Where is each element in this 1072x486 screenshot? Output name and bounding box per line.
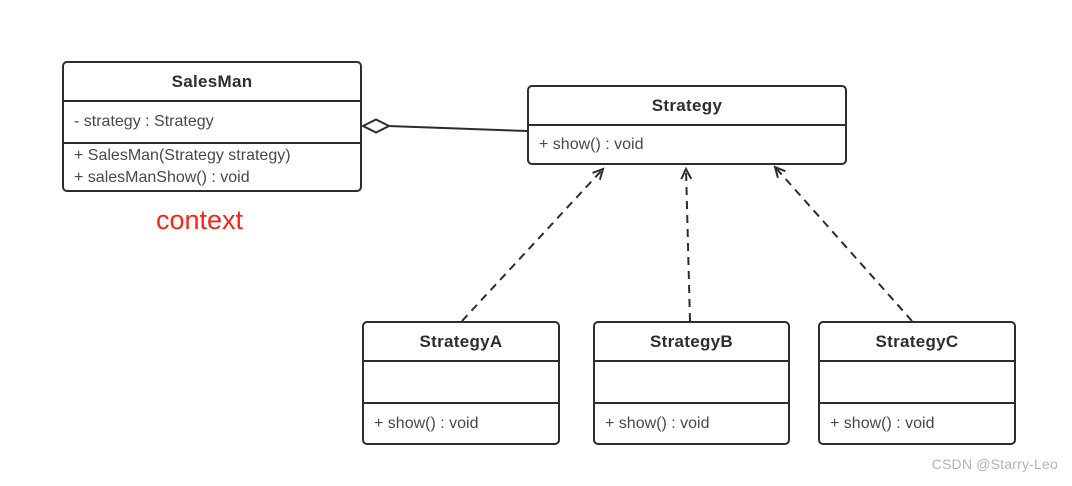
attribute-strategy: - strategy : Strategy	[74, 113, 214, 130]
class-box-salesman: SalesMan - strategy : Strategy + SalesMa…	[62, 61, 362, 192]
realization-arrow-strategy-a	[461, 167, 605, 322]
methods-compartment-strategy-b: + show() : void	[595, 402, 788, 443]
method-show: + show() : void	[830, 414, 935, 432]
class-title-strategy: Strategy	[651, 95, 723, 115]
class-title-salesman: SalesMan	[171, 71, 253, 91]
attributes-compartment-strategy-a	[364, 360, 558, 402]
class-box-strategy: Strategy + show() : void	[527, 85, 847, 165]
aggregation-diamond-icon	[360, 118, 392, 134]
class-title-strategy-c: StrategyC	[875, 331, 959, 351]
method-show: + show() : void	[374, 414, 479, 432]
method-salesman-constructor: + SalesMan(Strategy strategy)	[74, 147, 291, 164]
realization-arrow-strategy-c	[773, 165, 913, 322]
class-box-strategy-a: StrategyA + show() : void	[362, 321, 560, 445]
methods-compartment-strategy: + show() : void	[529, 124, 845, 163]
class-box-strategy-b: StrategyB + show() : void	[593, 321, 790, 445]
class-title-strategy-b: StrategyB	[649, 331, 733, 351]
realization-arrow-strategy-b	[680, 166, 693, 322]
context-annotation: context	[155, 205, 244, 235]
aggregation-line-salesman-strategy	[387, 125, 528, 132]
methods-compartment-strategy-c: + show() : void	[820, 402, 1014, 443]
attributes-compartment-salesman: - strategy : Strategy	[64, 100, 360, 142]
method-show: + show() : void	[605, 414, 710, 432]
class-box-strategy-c: StrategyC + show() : void	[818, 321, 1016, 445]
watermark-text: CSDN @Starry-Leo	[931, 456, 1058, 472]
methods-compartment-salesman: + SalesMan(Strategy strategy) + salesMan…	[64, 142, 360, 190]
method-show: + show() : void	[539, 135, 644, 153]
methods-compartment-strategy-a: + show() : void	[364, 402, 558, 443]
method-salesmanshow: + salesManShow() : void	[74, 169, 250, 186]
attributes-compartment-strategy-b	[595, 360, 788, 402]
class-title-strategy-a: StrategyA	[419, 331, 503, 351]
attributes-compartment-strategy-c	[820, 360, 1014, 402]
